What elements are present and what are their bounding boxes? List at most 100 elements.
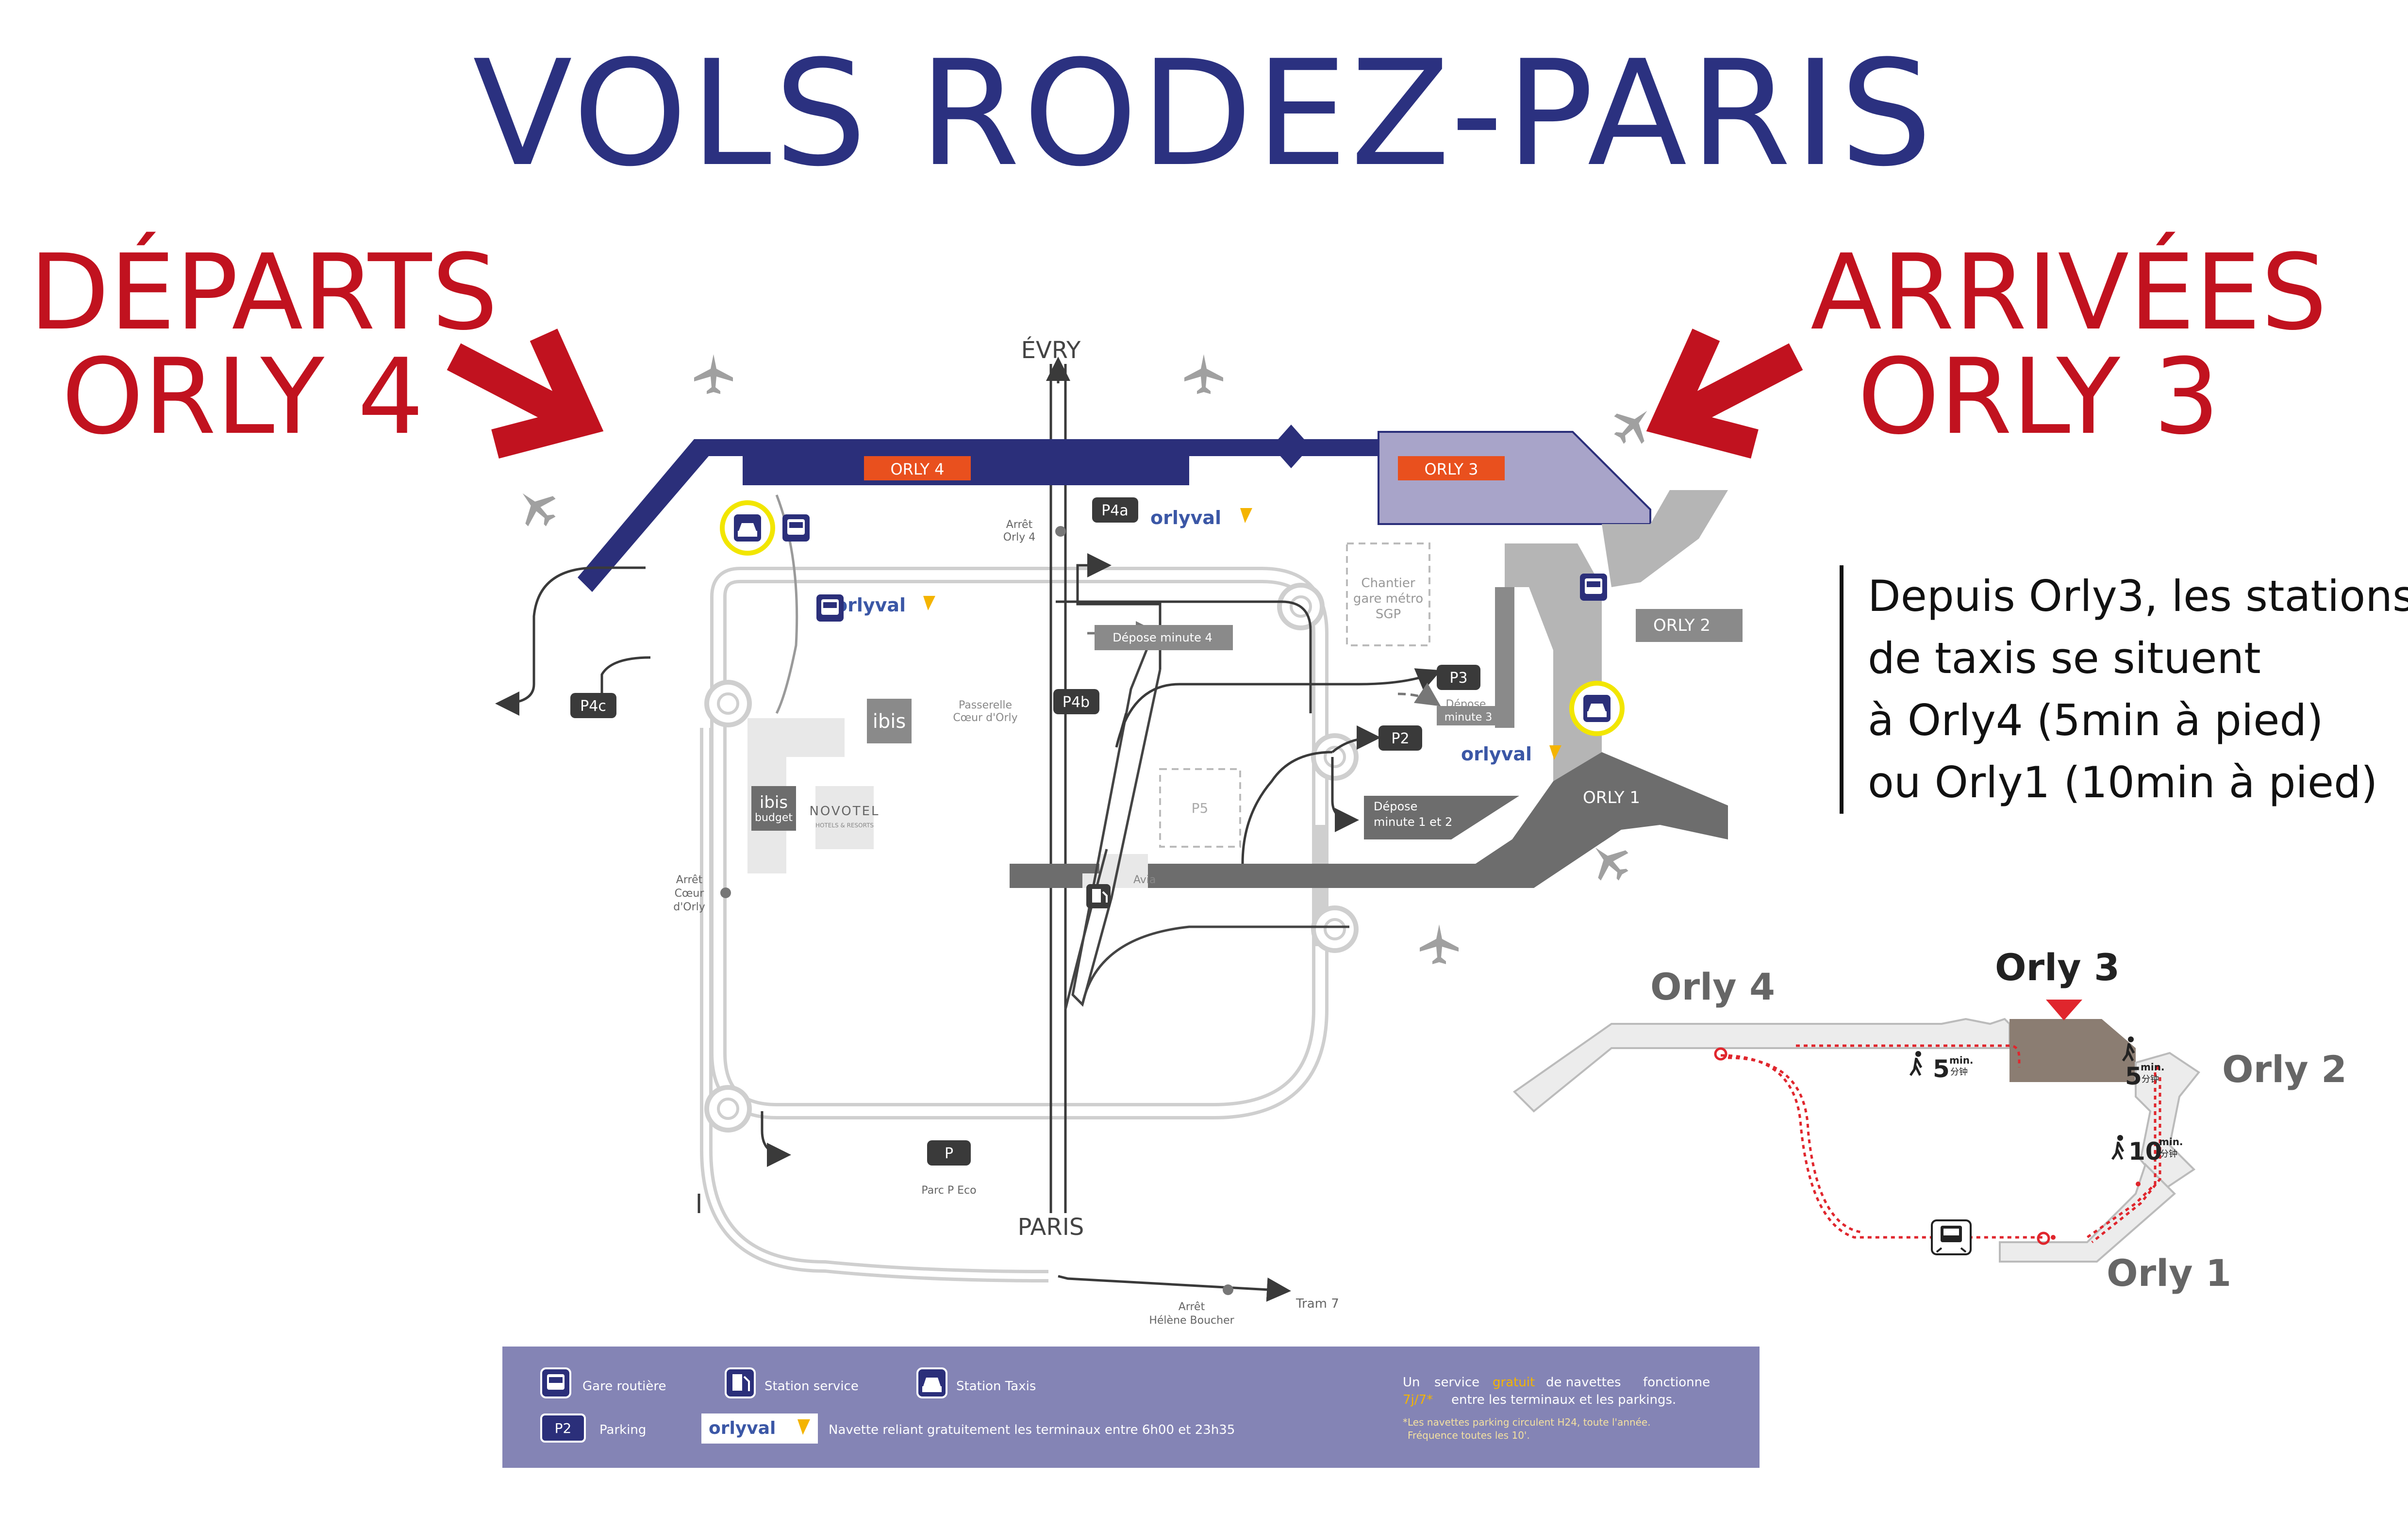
depose12-label-2: minute 1 et 2: [1374, 815, 1452, 829]
inset-station: [2037, 1232, 2050, 1245]
legend-gare-routiere: Gare routière: [582, 1379, 666, 1394]
legend-orlyval: orlyval: [709, 1418, 776, 1438]
departures-heading: DÉPARTS ORLY 4: [29, 231, 498, 458]
walking-icon: [2122, 1036, 2135, 1062]
taxi-icon: [916, 1367, 947, 1398]
orlyval-logo: orlyval: [1150, 507, 1221, 528]
arret-helene-2: Hélène Boucher: [1149, 1314, 1234, 1327]
parking-badges: P4a P4b P4c P3 P2 P: [570, 497, 1480, 1166]
orlyval-logo: orlyval: [1461, 743, 1532, 765]
arret-orly4-1: Arrêt: [1006, 519, 1033, 531]
evry-label: ÉVRY: [1021, 336, 1081, 364]
p4b-label: P4b: [1063, 694, 1090, 711]
p3-badge: [1437, 665, 1480, 690]
bus-icon: [540, 1367, 571, 1398]
page-title: VOLS RODEZ-PARIS: [473, 29, 1935, 198]
inset-walk2-unit-cn: 分钟: [2142, 1074, 2159, 1084]
tram-icon: [1931, 1219, 1972, 1255]
legend-orlyval-badge: [701, 1413, 818, 1444]
stop-orly4: [1055, 526, 1066, 537]
p3-label: P3: [1449, 670, 1467, 687]
depose3-label-1: Dépose: [1446, 698, 1486, 710]
ibis-text: ibis: [873, 710, 906, 733]
roundabout: [1313, 908, 1356, 951]
inset-walk3-unit: min.: [2159, 1136, 2183, 1148]
departures-line2: ORLY 4: [61, 336, 424, 458]
arret-coeur-2: Cœur: [675, 887, 705, 900]
walking-icon: [1909, 1051, 1923, 1076]
legend-background: [502, 1347, 1760, 1468]
passerelle-label-1: Passerelle: [959, 699, 1012, 711]
arret-coeur-1: Arrêt: [676, 874, 703, 886]
legend-station-service: Station service: [764, 1379, 859, 1394]
depose4-label: Dépose minute 4: [1113, 631, 1212, 644]
orlyval-mark: [1240, 508, 1252, 523]
inset-orly2-label: Orly 2: [2222, 1048, 2347, 1091]
ibis-budget-text-2: budget: [755, 812, 793, 824]
fuel-icon: [1086, 884, 1111, 908]
highway: [1049, 364, 1067, 1213]
inset-walk-routes: [1720, 1044, 2161, 1243]
inset-orly3-label: Orly 3: [1995, 951, 2120, 989]
p2-badge: [1378, 725, 1422, 751]
orly1-label: ORLY 1: [1583, 788, 1640, 807]
buildings: [747, 718, 1148, 888]
orlyval-logo: orlyval: [835, 594, 906, 616]
inset-orly4-label: Orly 4: [1650, 965, 1775, 1008]
inset-walk1-unit-cn: 分钟: [1950, 1067, 1968, 1077]
depose12-label-1: Dépose: [1374, 800, 1417, 813]
legend-service-5: fonctionne: [1643, 1375, 1710, 1390]
orly3-marker: [2046, 1000, 2082, 1020]
novotel-text: NOVOTEL: [809, 804, 880, 819]
inset-dot: [2051, 1235, 2056, 1240]
inset-dot: [2136, 1182, 2141, 1186]
inset-walk3-unit-cn: 分钟: [2160, 1149, 2177, 1159]
arret-coeur-3: d'Orly: [673, 901, 705, 913]
inset-walk2-unit: min.: [2141, 1061, 2165, 1073]
inset-orly1-label: Orly 1: [2107, 1251, 2231, 1295]
orlyval-mark: [923, 596, 935, 610]
airplane-icon: [1420, 924, 1459, 964]
depose12-area: [1364, 796, 1519, 839]
shuttle-routes: [495, 553, 1442, 1302]
note-line: Depuis Orly3, les stations: [1868, 571, 2408, 621]
legend-service-1: Un: [1403, 1375, 1420, 1390]
orly3-label: ORLY 3: [1424, 460, 1478, 478]
legend-parking-badge-text: P2: [555, 1420, 572, 1436]
airplane-icon: [1184, 354, 1223, 394]
chantier-label-2: gare métro: [1353, 591, 1423, 606]
inset-terminals: [1512, 1018, 2200, 1263]
bus-icon: [782, 514, 810, 542]
airport-map: ORLY 4 ORLY 3 ORLY 2 ORLY 1 Dépose minut…: [495, 336, 1743, 1327]
p4c-label: P4c: [580, 698, 606, 715]
depose3-badge: [1437, 706, 1500, 725]
departures-line1: DÉPARTS: [29, 231, 498, 353]
taxi-note: Depuis Orly3, les stations de taxis se s…: [1840, 565, 2408, 814]
walking-icon: [2111, 1135, 2125, 1160]
chantier-area: [1346, 542, 1430, 646]
ibis-budget-text-1: ibis: [760, 793, 788, 812]
p5-label: P5: [1192, 800, 1209, 816]
roundabout: [707, 682, 749, 725]
note-line: de taxis se situent: [1868, 633, 2261, 683]
note-line: à Orly4 (5min à pied): [1868, 695, 2324, 745]
arrivals-heading: ARRIVÉES ORLY 3: [1810, 240, 2327, 449]
p2-label: P2: [1391, 730, 1409, 747]
departures-arrow: [447, 329, 604, 459]
legend-parking-badge: [540, 1413, 586, 1443]
p-label: P: [945, 1145, 953, 1162]
legend-navette: Navette reliant gratuitement les termina…: [829, 1423, 1235, 1437]
arret-helene-1: Arrêt: [1179, 1301, 1205, 1313]
orly1-badge: [1563, 781, 1670, 814]
legend-station-taxis: Station Taxis: [956, 1379, 1036, 1394]
p4a-label: P4a: [1101, 502, 1129, 519]
legend-service-2: service: [1434, 1375, 1479, 1390]
legend-footnote-2: Fréquence toutes les 10'.: [1408, 1429, 1530, 1441]
p4c-badge: [570, 693, 616, 718]
arret-orly4-2: Orly 4: [1003, 531, 1035, 543]
roundabout: [707, 1087, 749, 1130]
inset-dot: [2155, 1065, 2160, 1070]
passerelle-label-2: Cœur d'Orly: [953, 712, 1017, 724]
inset-walk2-value: 5: [2125, 1062, 2142, 1090]
legend-footnote-1: *Les navettes parking circulent H24, tou…: [1403, 1416, 1651, 1428]
